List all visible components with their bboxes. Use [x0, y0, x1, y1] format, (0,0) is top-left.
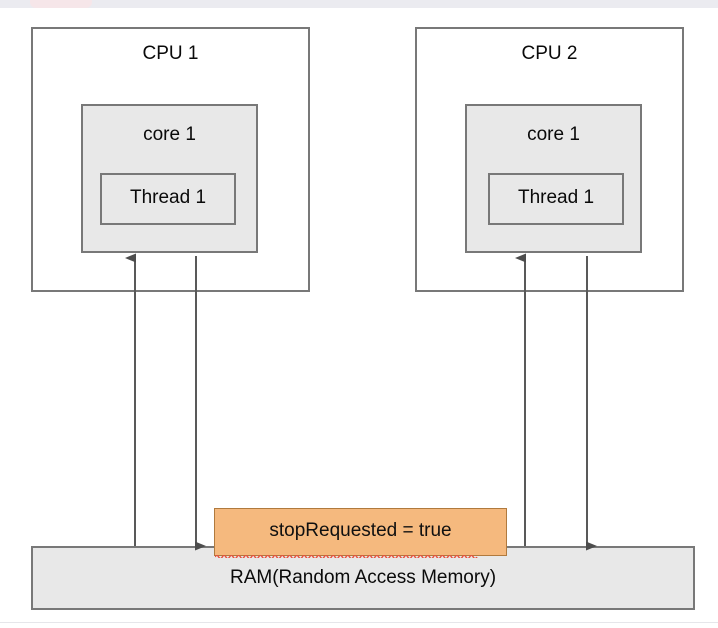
cpu-1-thread-1-label: Thread 1 — [129, 187, 207, 208]
cpu-2-label: CPU 2 — [521, 43, 578, 64]
stop-requested-label: stopRequested = true — [269, 520, 452, 541]
cpu-2-thread-1-box: Thread 1 — [488, 173, 624, 225]
cpu-2-core-1-label: core 1 — [527, 124, 580, 145]
ram-label: RAM(Random Access Memory) — [229, 567, 497, 588]
browser-tab-remnant — [30, 0, 92, 8]
cpu-1-label: CPU 1 — [142, 43, 199, 64]
browser-chrome-strip — [0, 0, 718, 8]
cpu-1-core-1-label: core 1 — [143, 124, 196, 145]
cpu-1-thread-1-box: Thread 1 — [100, 173, 236, 225]
spellcheck-squiggle-icon — [215, 554, 478, 558]
cpu-2-thread-1-label: Thread 1 — [517, 187, 595, 208]
stop-requested-callout: stopRequested = true — [214, 508, 507, 558]
ram-box: RAM(Random Access Memory) — [31, 546, 695, 610]
bottom-divider — [0, 622, 718, 623]
